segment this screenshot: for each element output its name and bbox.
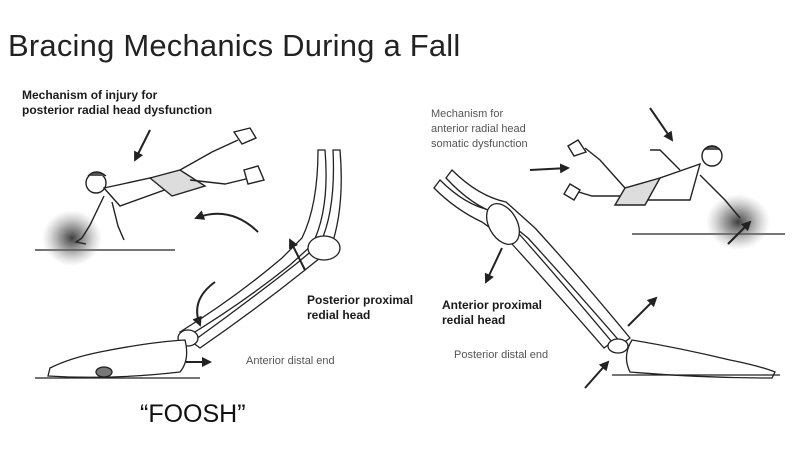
right-elbow-arrow: [484, 247, 503, 284]
right-push-arrow: [529, 163, 570, 174]
left-wrist-rotation-arrow: [192, 281, 216, 327]
right-hand: [625, 339, 776, 379]
right-proximal-label: Anterior proximal redial head: [442, 298, 542, 328]
right-impact-shading: [706, 194, 770, 250]
left-distal-label: Anterior distal end: [246, 355, 335, 367]
left-proximal-label: Posterior proximal redial head: [307, 293, 413, 323]
right-distal-up-arrow: [627, 296, 658, 327]
left-force-arrow: [134, 129, 151, 162]
left-proximal-line2: redial head: [307, 308, 371, 322]
foosh-caption: “FOOSH”: [140, 400, 246, 428]
left-panel-figure: [35, 127, 342, 379]
right-panel-figure: [433, 107, 785, 389]
left-mechanism-label: Mechanism of injury for posterior radial…: [22, 88, 212, 118]
left-mechanism-line2: posterior radial head dysfunction: [22, 103, 213, 117]
right-proximal-line2: redial head: [442, 313, 506, 327]
left-hand: [47, 339, 188, 378]
right-proximal-line1: Anterior proximal: [442, 298, 543, 312]
slide-title: Bracing Mechanics During a Fall: [8, 28, 461, 63]
right-mechanism-label: Mechanism for anterior radial head somat…: [431, 107, 528, 152]
right-mechanism-line3: somatic dysfunction: [431, 138, 528, 150]
left-proximal-line1: Posterior proximal: [307, 293, 414, 307]
right-mechanism-line1: Mechanism for: [431, 108, 504, 120]
right-wrist-arrow: [584, 360, 610, 389]
right-force-arrow: [649, 107, 674, 142]
right-distal-label: Posterior distal end: [454, 349, 549, 361]
left-impact-shading: [42, 210, 102, 266]
left-curved-arrow: [194, 210, 259, 233]
left-mechanism-line1: Mechanism of injury for: [22, 88, 158, 102]
left-falling-person: [74, 127, 265, 245]
right-hand-arrow: [727, 220, 752, 245]
right-forearm-bones: [433, 169, 631, 354]
right-falling-person: [563, 139, 741, 219]
right-mechanism-line2: anterior radial head: [431, 123, 526, 135]
left-elbow-arrow: [289, 238, 306, 271]
